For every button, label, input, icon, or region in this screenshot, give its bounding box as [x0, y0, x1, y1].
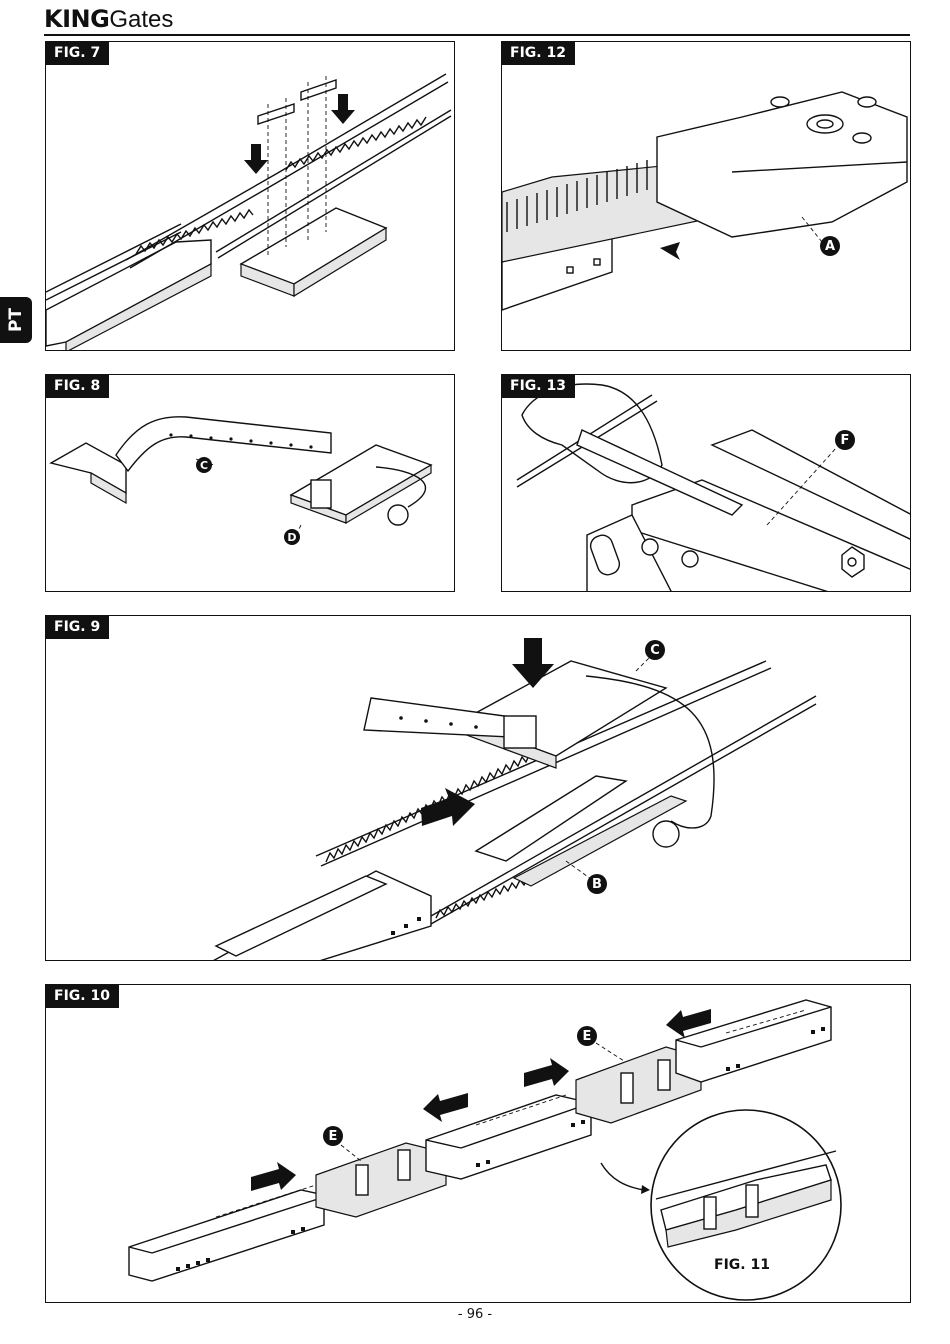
- figure-7-illustration: [46, 73, 452, 350]
- header-rule: [44, 34, 910, 36]
- figure-7: FIG. 7: [45, 41, 455, 351]
- page-number: - 96 -: [457, 1307, 493, 1322]
- callout-e-right: E: [577, 1026, 597, 1046]
- figure-8-label: FIG. 8: [46, 375, 110, 398]
- language-tab-label: PT: [6, 307, 26, 333]
- figure-8-illustration: [49, 416, 433, 536]
- figure-13-illustration: [516, 383, 910, 591]
- figure-12: FIG. 12 A: [501, 41, 911, 351]
- callout-c-fig9: C: [645, 640, 665, 660]
- figure-7-label: FIG. 7: [46, 42, 110, 65]
- figure-9: FIG. 9 C B: [45, 615, 911, 961]
- figure-13-label: FIG. 13: [502, 375, 575, 398]
- brand-logo: KINGGates: [44, 6, 173, 33]
- figure-10-label: FIG. 10: [46, 985, 119, 1008]
- figure-10: FIG. 10 E E FIG. 11: [45, 984, 911, 1303]
- figure-8: FIG. 8 C D: [45, 374, 455, 592]
- callout-d-fig8: D: [284, 529, 300, 545]
- inset-fig-11-label: FIG. 11: [714, 1257, 770, 1273]
- figure-10-illustration: [128, 999, 842, 1301]
- figure-9-illustration: [213, 638, 817, 960]
- brand-logo-light: Gates: [109, 6, 174, 33]
- brand-logo-bold: KING: [44, 5, 110, 33]
- callout-f: F: [835, 430, 855, 450]
- language-tab: PT: [0, 297, 32, 343]
- callout-e-left: E: [323, 1126, 343, 1146]
- figure-13: FIG. 13 F: [501, 374, 911, 592]
- callout-c-fig8: C: [196, 457, 212, 473]
- figure-12-illustration: [502, 91, 908, 311]
- figure-12-label: FIG. 12: [502, 42, 575, 65]
- figure-9-label: FIG. 9: [46, 616, 110, 639]
- callout-b-fig9: B: [587, 874, 607, 894]
- callout-a: A: [820, 236, 840, 256]
